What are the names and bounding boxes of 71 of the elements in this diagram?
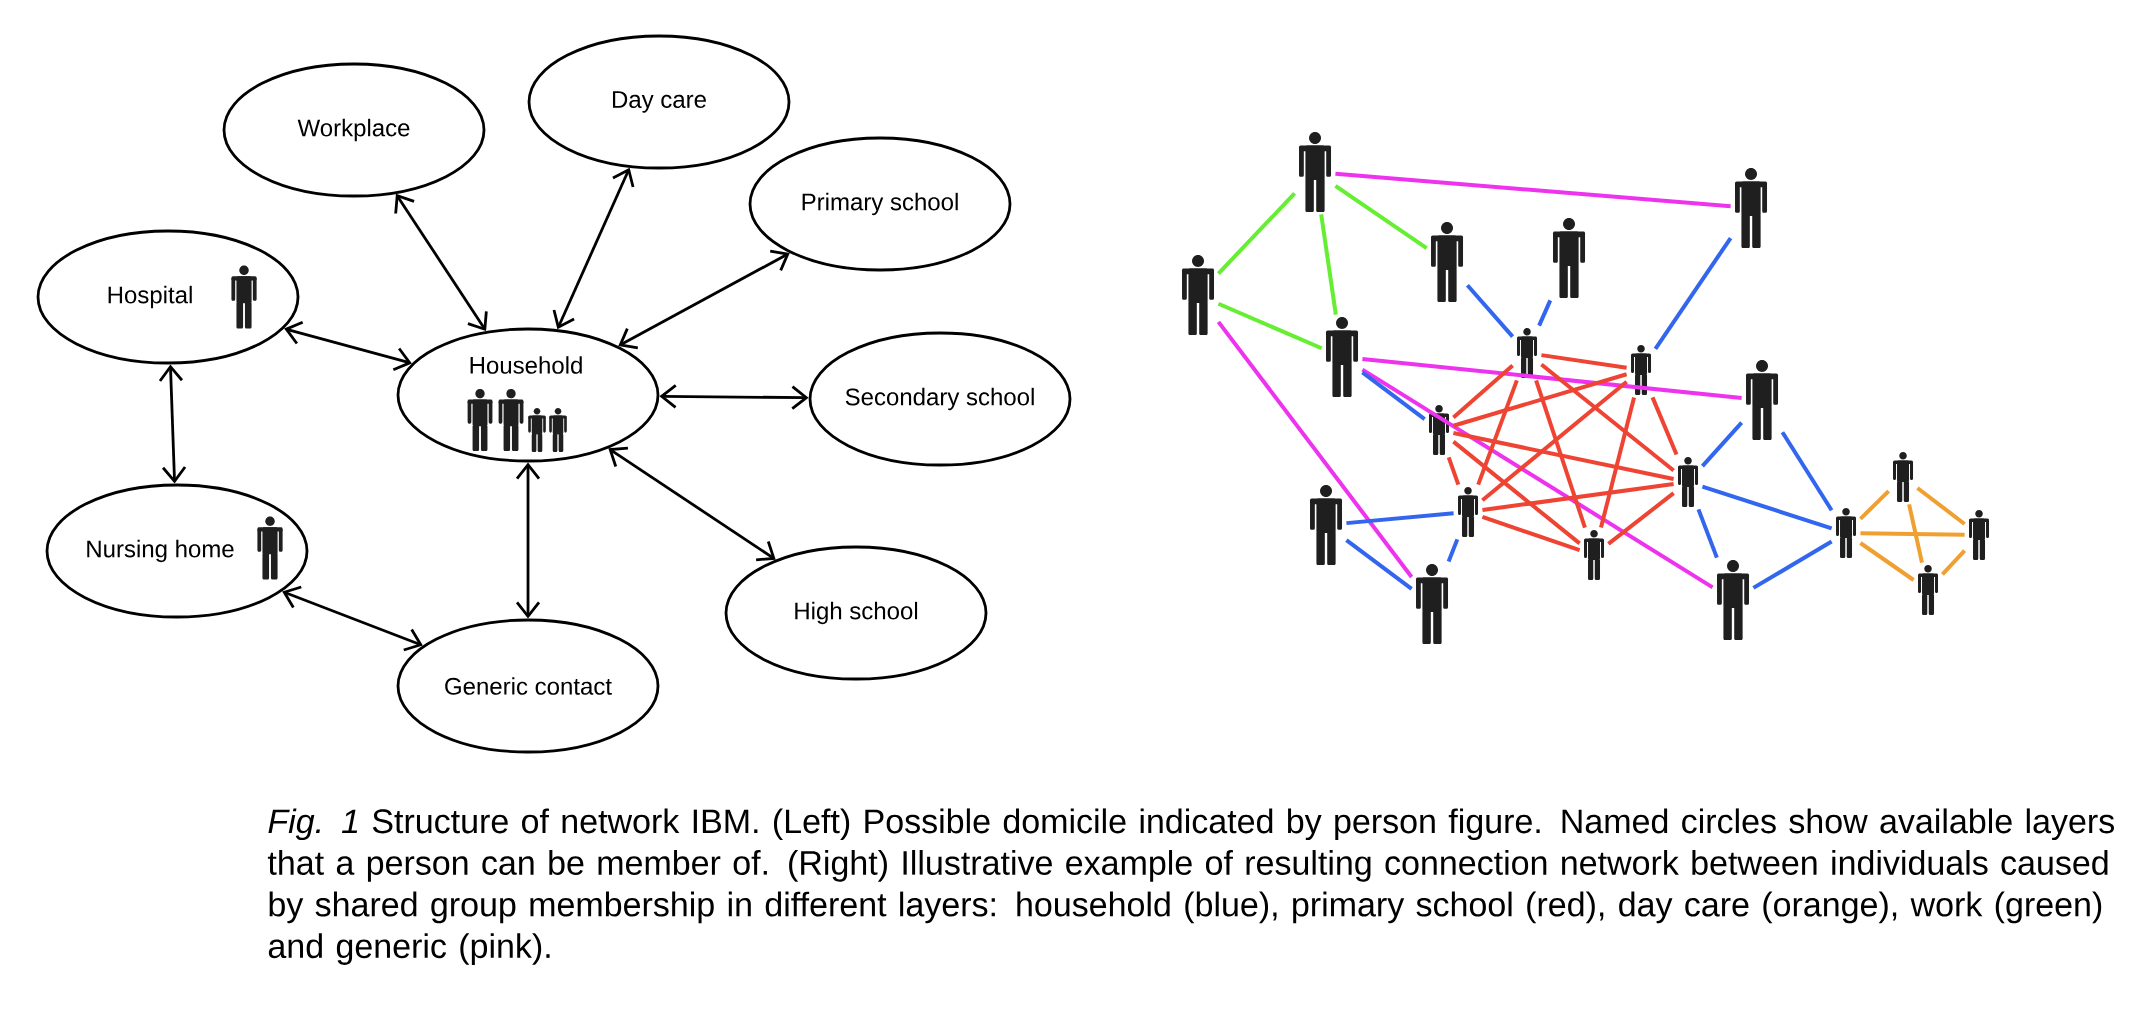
connection-line xyxy=(1216,192,1297,275)
connection-line xyxy=(1599,396,1636,529)
person-icon xyxy=(1182,255,1214,335)
connection-line xyxy=(1446,538,1460,563)
connection-line xyxy=(1907,503,1924,564)
connection-line xyxy=(1537,299,1553,327)
person-icon xyxy=(1310,485,1342,565)
connection-line xyxy=(1452,440,1581,545)
person-icon xyxy=(1918,565,1938,615)
connection-line xyxy=(1650,396,1679,456)
arrow xyxy=(282,585,423,652)
connection-line xyxy=(1700,421,1744,468)
connection-line xyxy=(1452,372,1628,428)
person-icon xyxy=(1969,510,1989,560)
connection-line xyxy=(1607,491,1675,546)
connection-line xyxy=(1217,301,1323,351)
connection-line xyxy=(1361,367,1714,590)
connection-line xyxy=(1362,357,1742,400)
person-icon xyxy=(1458,487,1478,537)
connection-line xyxy=(1446,456,1461,486)
connection-line xyxy=(1361,370,1426,421)
person-icon xyxy=(1735,168,1767,248)
arrow xyxy=(552,167,635,330)
arrow xyxy=(158,364,187,484)
person-icon xyxy=(1893,452,1913,502)
connection-line xyxy=(1916,486,1966,526)
connection-line xyxy=(1476,379,1519,486)
person-icon xyxy=(1836,508,1856,558)
arrow xyxy=(659,384,809,410)
person-icon xyxy=(1431,222,1463,302)
connection-line xyxy=(1534,379,1587,529)
caption: Fig. 1 Structure of network IBM. (Left) Possible domicile indicated by person figure. Named circles show available layers that a person can be member of. (Right) Illustrative example of resulting connection network between individuals caused by shared group membership in different layers: household (blue), primary school (red), day care (orange), work (green) and generic (pink). xyxy=(267,808,2114,965)
person-icon xyxy=(1717,560,1749,640)
arrow xyxy=(515,462,541,619)
arrow xyxy=(618,249,790,350)
connection-line xyxy=(1482,481,1674,512)
person-icon xyxy=(1429,405,1449,455)
connection-line xyxy=(1481,380,1628,502)
connection-line xyxy=(1701,484,1833,531)
person-icon xyxy=(1631,345,1651,395)
person-icon xyxy=(1416,564,1448,644)
arrow xyxy=(284,320,412,372)
connection-line xyxy=(1465,283,1515,338)
connection-line xyxy=(1453,431,1675,481)
connection-line xyxy=(1346,511,1454,526)
person-icon xyxy=(1553,218,1585,298)
person-icon xyxy=(1299,132,1331,212)
person-icon xyxy=(1746,360,1778,440)
person-icon xyxy=(1326,317,1358,397)
arrow xyxy=(394,193,488,332)
connection-line xyxy=(1319,214,1338,315)
connection-line xyxy=(1335,171,1731,209)
connection-line xyxy=(1859,541,1915,582)
connection-line xyxy=(1780,431,1834,512)
connection-line xyxy=(1540,362,1675,473)
person-icon xyxy=(1517,328,1537,378)
connection-line xyxy=(1541,353,1627,370)
connection-line xyxy=(1481,515,1581,552)
person-icon xyxy=(1584,530,1604,580)
arrow xyxy=(608,446,776,562)
connection-line xyxy=(1940,549,1967,576)
connection-line xyxy=(1216,320,1414,579)
connection-line xyxy=(1859,489,1891,521)
connection-line xyxy=(1334,184,1428,250)
connection-line xyxy=(1752,539,1833,590)
connection-line xyxy=(1696,508,1719,559)
connection-line xyxy=(1860,531,1965,537)
person-icon xyxy=(1678,457,1698,507)
connection-line xyxy=(1452,364,1514,419)
connection-line xyxy=(1345,538,1413,591)
connection-line xyxy=(1653,236,1733,350)
